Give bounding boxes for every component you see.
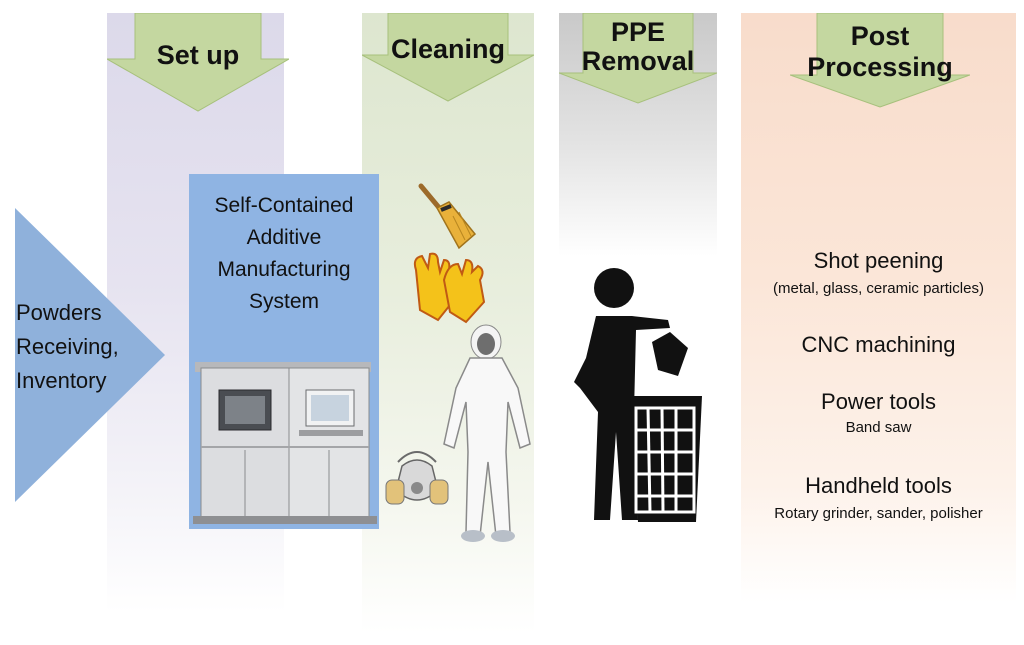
power-tools-title: Power tools (821, 389, 936, 414)
ppe-removal-arrow (559, 13, 717, 104)
stage-ppe-label-line2: Removal (581, 46, 695, 76)
powders-arrow (15, 208, 165, 502)
setup-arrow (107, 13, 289, 112)
post-item-cnc: CNC machining (741, 332, 1016, 358)
shot-peening-title: Shot peening (813, 248, 944, 273)
powders-line-2: Receiving, (16, 334, 119, 359)
am-system-line-4: System (248, 290, 319, 313)
handheld-tools-title: Handheld tools (805, 473, 952, 498)
power-tools-detail: Band saw (845, 419, 912, 436)
post-processing-column (741, 13, 1016, 603)
coverall-suit-icon (443, 324, 531, 542)
handheld-tools-detail: Rotary grinder, sander, polisher (774, 505, 983, 522)
am-machine-image (193, 362, 377, 524)
stage-post-label-line2: Processing (807, 52, 953, 82)
post-item-shot-peening: Shot peening (metal, glass, ceramic part… (741, 248, 1016, 297)
post-item-handheld-tools: Handheld tools Rotary grinder, sander, p… (741, 473, 1016, 522)
gloves-icon (413, 252, 486, 324)
cnc-title: CNC machining (801, 332, 956, 357)
post-processing-arrow (790, 13, 970, 108)
am-system-line-3: Manufacturing (217, 258, 351, 281)
stage-post-label-line1: Post (850, 21, 910, 51)
am-system-label: Self-Contained Additive Manufacturing Sy… (189, 190, 379, 318)
broom-icon (418, 183, 477, 250)
powders-line-1: Powders (16, 300, 102, 325)
respirator-mask-icon (385, 451, 449, 505)
shot-peening-detail: (metal, glass, ceramic particles) (773, 280, 984, 297)
post-item-power-tools: Power tools Band saw (741, 389, 1016, 436)
stage-cleaning-label: Cleaning (390, 34, 505, 64)
powders-label: Powders Receiving, Inventory (16, 296, 126, 398)
powders-line-3: Inventory (16, 368, 107, 393)
cleaning-arrow (362, 13, 534, 102)
am-system-line-1: Self-Contained (214, 194, 354, 217)
am-system-line-2: Additive (246, 226, 322, 249)
stage-setup-label: Set up (156, 40, 240, 70)
stage-ppe-label-line1: PPE (610, 17, 666, 47)
trash-disposal-icon (574, 268, 702, 522)
